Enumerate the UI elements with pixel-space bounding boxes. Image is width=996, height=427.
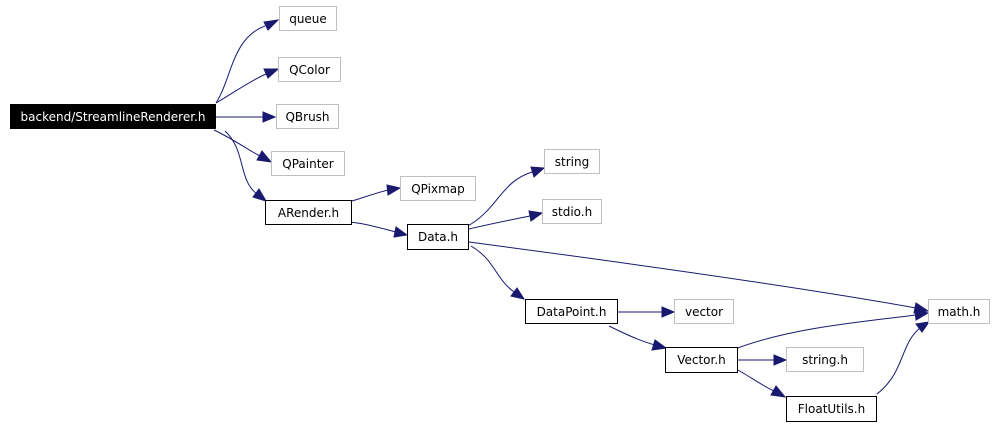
edge-streamline-to-queue — [215, 25, 266, 104]
node-qcolor[interactable]: QColor — [278, 57, 341, 82]
edge-data-to-datapoint — [470, 245, 515, 293]
node-string-h[interactable]: string.h — [786, 347, 864, 372]
node-vector-h[interactable]: Vector.h — [665, 347, 738, 373]
node-queue[interactable]: queue — [279, 6, 337, 31]
edge-data-to-string — [465, 171, 533, 228]
edge-vectorh-to-stringh-arrow — [773, 354, 788, 366]
edge-vectorh-to-math — [734, 314, 917, 350]
node-qpainter[interactable]: QPainter — [271, 151, 345, 176]
edge-streamline-to-qcolor — [215, 73, 267, 104]
edge-datapoint-to-vectorh — [608, 325, 656, 346]
node-string[interactable]: string — [544, 149, 600, 174]
edge-arender-to-qpixmap-arrow — [386, 184, 402, 196]
node-vector[interactable]: vector — [674, 299, 734, 324]
edge-vectorh-to-floatutils-arrow — [770, 385, 787, 398]
edge-floatutils-to-math — [876, 327, 921, 395]
edge-streamline-to-queue-arrow — [263, 19, 280, 31]
edge-data-to-datapoint-arrow — [510, 287, 526, 300]
node-qpixmap[interactable]: QPixmap — [400, 176, 476, 201]
node-arender-h[interactable]: ARender.h — [265, 200, 352, 225]
edge-data-to-stdio-arrow — [528, 210, 544, 222]
node-streamline-renderer-h[interactable]: backend/StreamlineRenderer.h — [10, 104, 216, 129]
edge-vectorh-to-math-arrow — [914, 309, 930, 321]
node-math-h[interactable]: math.h — [928, 299, 990, 324]
node-stdio-h[interactable]: stdio.h — [542, 199, 602, 224]
edge-arender-to-data — [349, 221, 397, 233]
node-data-h[interactable]: Data.h — [407, 224, 469, 250]
edge-streamline-to-arender-arrow — [252, 188, 268, 202]
edge-data-to-math — [468, 241, 917, 309]
edge-streamline-to-arender — [224, 130, 258, 195]
node-qbrush[interactable]: QBrush — [276, 104, 339, 129]
node-floatutils-h[interactable]: FloatUtils.h — [786, 396, 877, 422]
edge-streamline-to-qpainter — [213, 129, 261, 157]
edge-floatutils-to-math-arrow — [915, 321, 931, 333]
edge-arender-to-qpixmap — [351, 189, 389, 202]
edge-streamline-to-qbrush-arrow — [262, 111, 277, 123]
edge-data-to-stdio — [468, 215, 531, 230]
edge-streamline-to-qpainter-arrow — [256, 150, 273, 163]
edge-streamline-to-qcolor-arrow — [263, 68, 280, 79]
edge-datapoint-to-vectorh-arrow — [651, 339, 668, 351]
edge-vectorh-to-floatutils — [737, 369, 775, 392]
edge-arender-to-data-arrow — [393, 226, 409, 238]
edge-datapoint-to-vector-arrow — [661, 306, 676, 318]
edge-data-to-string-arrow — [530, 166, 546, 178]
node-datapoint-h[interactable]: DataPoint.h — [525, 299, 618, 324]
